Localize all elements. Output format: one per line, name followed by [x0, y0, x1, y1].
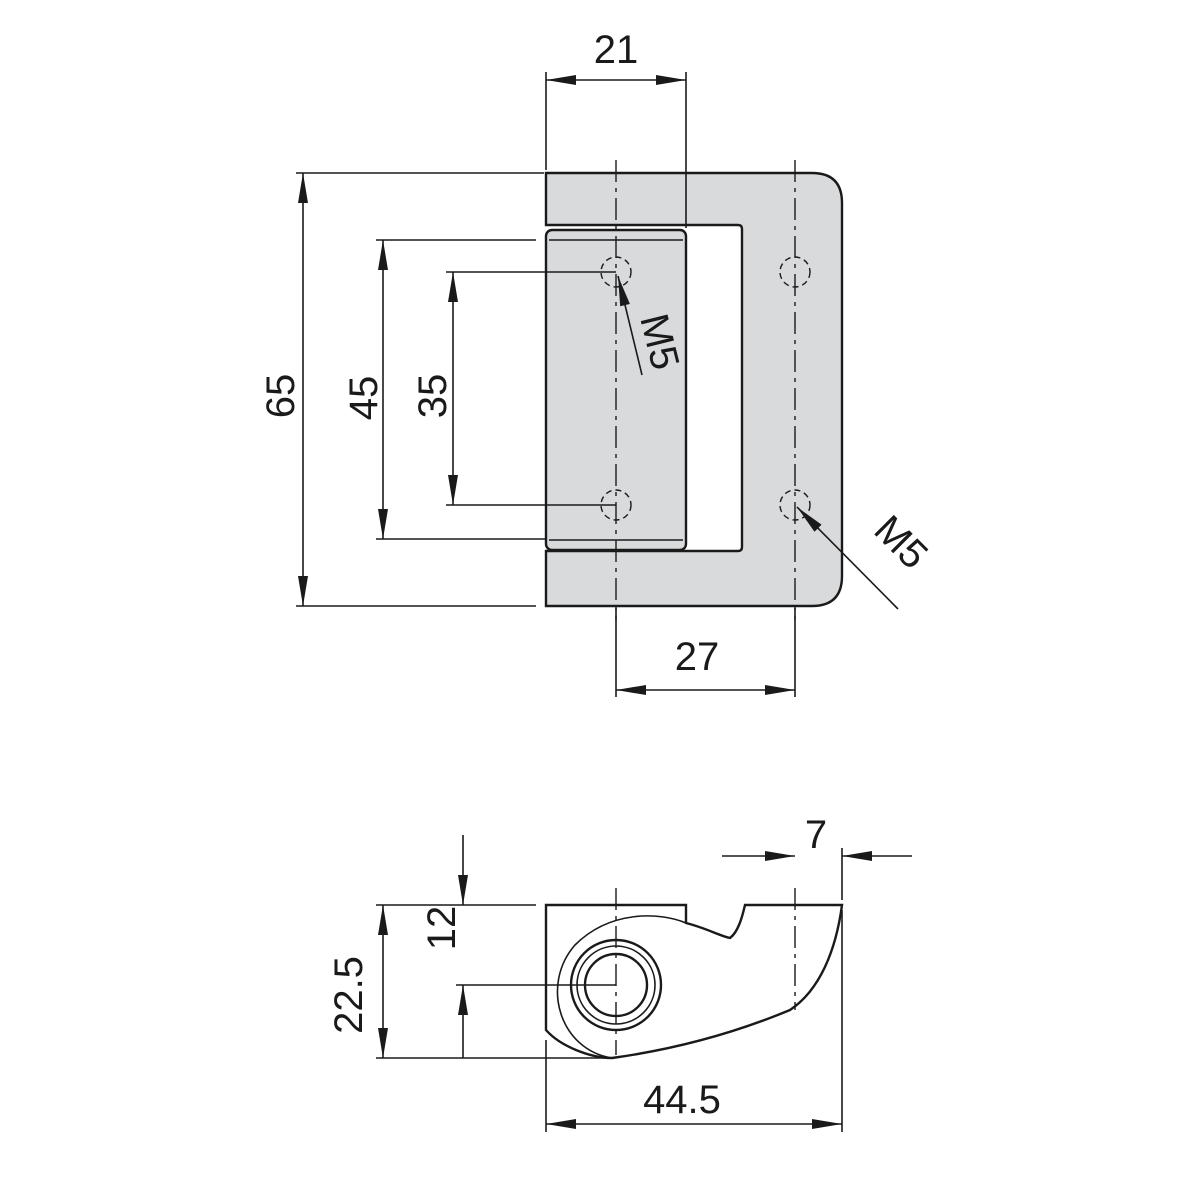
- dim-7-label: 7: [805, 813, 827, 857]
- dim-65-label: 65: [259, 374, 303, 419]
- leader-m5-right: [796, 506, 899, 610]
- leader-m5-left: [617, 275, 643, 376]
- hinge-frame-outline: [544, 171, 844, 608]
- dim-44-5-label: 44.5: [643, 1078, 721, 1122]
- dim-22-5-label: 22.5: [327, 956, 371, 1034]
- side-view: 22.5 12 44.5 7: [327, 813, 912, 1132]
- thread-label-m5-right: M5: [866, 507, 936, 577]
- dim-35-label: 35: [411, 374, 455, 419]
- top-view: 21 65 45 35 27 M5 M5: [259, 28, 936, 697]
- hole-top-right: [779, 256, 811, 288]
- hole-bottom-left: [600, 489, 632, 521]
- hole-top-left: [600, 256, 632, 288]
- side-eye-curve: [556, 915, 687, 1059]
- hole-bottom-right: [779, 489, 811, 521]
- dim-21-label: 21: [594, 28, 639, 72]
- dim-12-label: 12: [420, 906, 464, 951]
- dim-45-label: 45: [342, 376, 386, 421]
- dim-27-label: 27: [675, 635, 720, 679]
